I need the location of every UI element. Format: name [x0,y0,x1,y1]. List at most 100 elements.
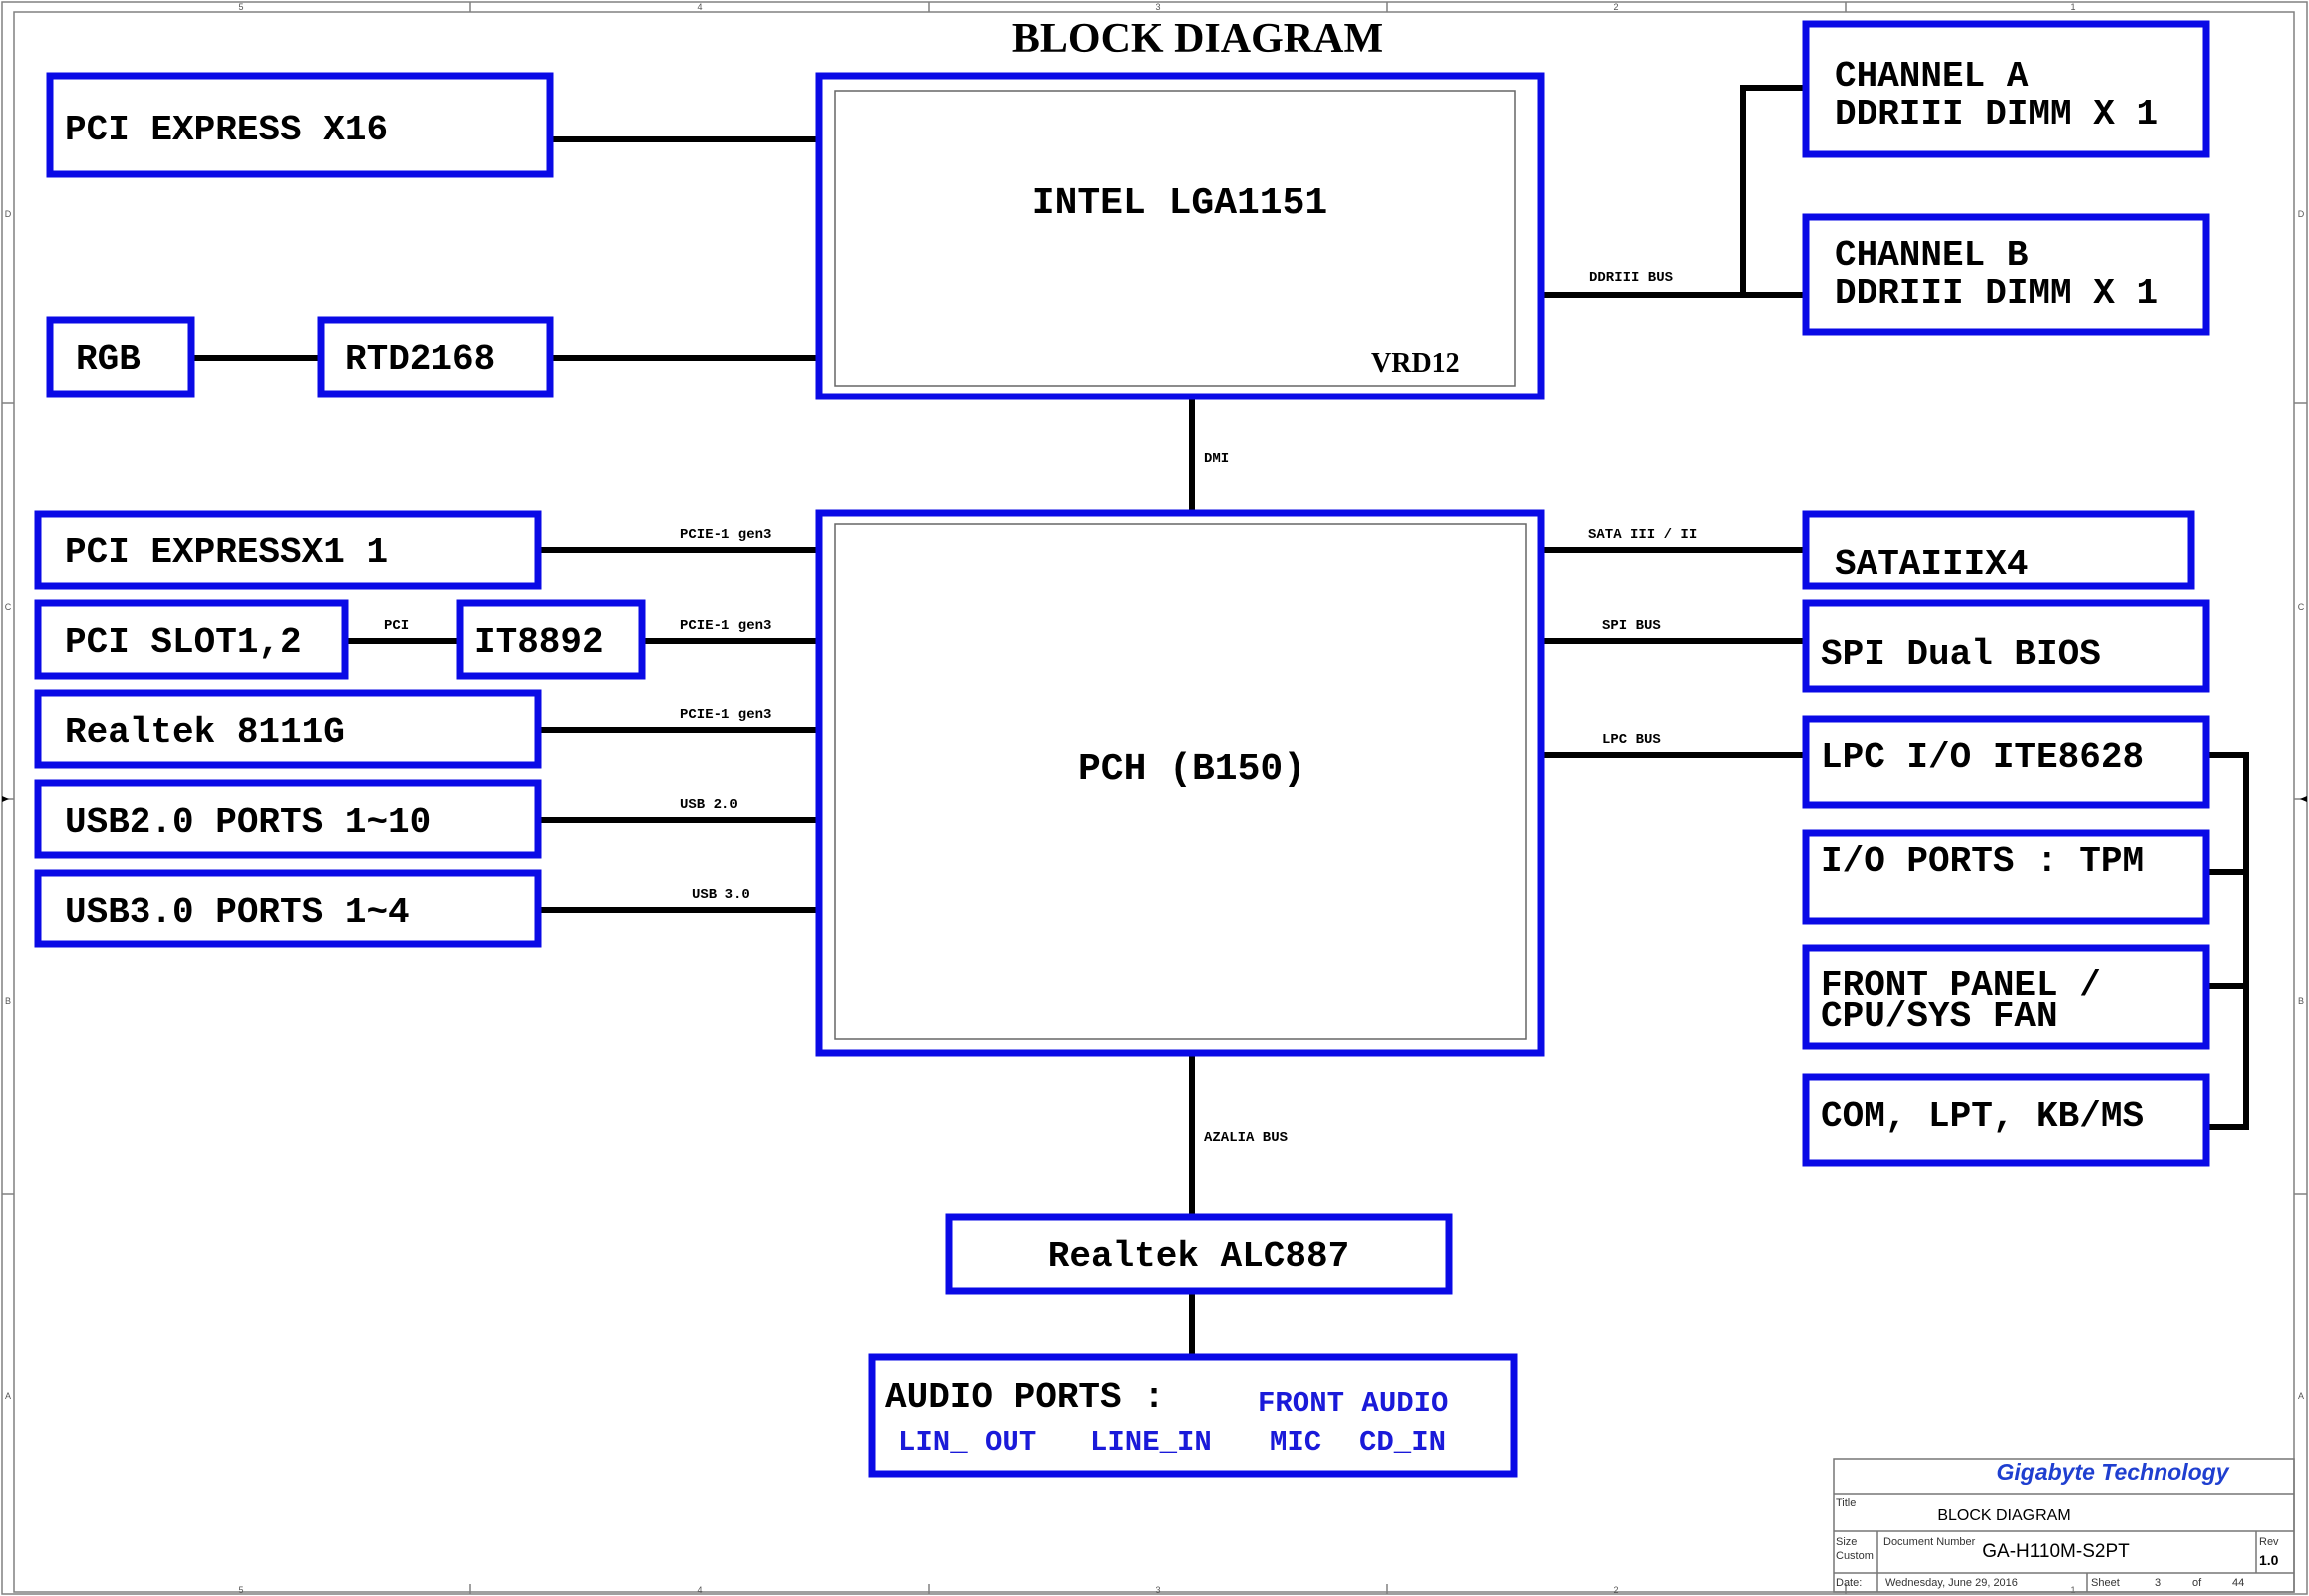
bus-label-dmi: DMI [1204,451,1229,467]
bus-label-spi: SPI BUS [1602,618,1661,634]
center-markers [2,796,2307,802]
frame-col-label: 2 [1613,2,1618,12]
block-label: AUDIO PORTS : [885,1377,1165,1418]
frame-row-label: B [2298,996,2304,1006]
block-label: RGB [76,339,141,380]
sheet-total: 44 [2232,1577,2244,1589]
block-label: COM, LPT, KB/MS [1821,1096,2144,1137]
sheet-title: BLOCK DIAGRAM [1937,1507,2070,1524]
doc-number: GA-H110M-S2PT [1982,1541,2130,1562]
company-name: Gigabyte Technology [1996,1460,2229,1485]
date-value: Wednesday, June 29, 2016 [1885,1577,2018,1589]
block-label: PCI EXPRESS X16 [65,110,388,150]
block-front-panel: FRONT PANEL / CPU/SYS FAN [1802,944,2210,1050]
block-cpu: INTEL LGA1151 VRD12 [815,72,1545,400]
frame-row-label: B [5,996,11,1006]
doc-number-label: Document Number [1883,1536,1976,1548]
title-block: Gigabyte Technology Title BLOCK DIAGRAM … [1833,1458,2295,1593]
block-label: PCH (B150) [1078,748,1305,791]
block-label: LPC I/O ITE8628 [1821,737,2144,778]
block-label: I/O PORTS : TPM [1821,841,2144,882]
block-pch: PCH (B150) [815,509,1545,1057]
wire-ddr-channel-a [1740,85,1809,298]
bus-label-pci: PCI [384,618,409,634]
block-label: USB3.0 PORTS 1~4 [65,892,410,932]
block-audio-ports: AUDIO PORTS : FRONT AUDIO LIN_ OUT LINE_… [868,1353,1518,1478]
block-it8892: IT8892 [456,599,646,680]
bus-label-usb20: USB 2.0 [680,797,738,813]
block-realtek-8111g: Realtek 8111G [34,689,542,769]
block-label: Realtek ALC887 [1048,1236,1349,1277]
audio-port-label: CD_IN [1359,1426,1446,1459]
frame-col-label: 5 [238,1585,243,1595]
block-alc887: Realtek ALC887 [945,1213,1453,1295]
frame-col-label: 1 [2070,1585,2075,1595]
audio-port-label: MIC [1270,1426,1321,1459]
date-label: Date: [1836,1577,1862,1589]
block-spi-bios: SPI Dual BIOS [1802,599,2210,693]
diagram-title: BLOCK DIAGRAM [1012,16,1383,62]
block-label: CHANNEL B [1835,235,2028,276]
frame-col-label: 3 [1155,2,1160,12]
rev-label: Rev [2259,1536,2279,1548]
block-label: RTD2168 [345,339,495,380]
block-label: SATAIIIX4 [1835,544,2028,585]
frame-row-label: D [5,209,12,219]
audio-front-label: FRONT AUDIO [1258,1387,1448,1420]
block-label: USB2.0 PORTS 1~10 [65,802,431,843]
frame-col-label: 4 [697,2,702,12]
frame-row-label: A [2298,1391,2304,1401]
size-label: Size [1836,1536,1857,1548]
bus-label-pcie: PCIE-1 gen3 [680,618,771,634]
block-sata: SATAIIIX4 [1802,510,2195,590]
block-label: FRONT PANEL / [1821,965,2101,1006]
bus-label-sata: SATA III / II [1588,527,1697,543]
bus-label-pcie: PCIE-1 gen3 [680,707,771,723]
block-label: IT8892 [474,622,604,663]
block-pci-slot: PCI SLOT1,2 [34,599,349,680]
wires [188,85,2249,1358]
block-label: CHANNEL A [1835,56,2029,97]
bus-label-usb30: USB 3.0 [692,887,750,903]
rev-value: 1.0 [2259,1552,2279,1568]
frame-col-label: 5 [238,2,243,12]
sheet-label: Sheet [2091,1577,2120,1589]
bus-label-ddriii: DDRIII BUS [1589,270,1673,286]
block-label: INTEL LGA1151 [1032,182,1327,225]
block-label: CPU/SYS FAN [1821,996,2058,1037]
vrd-label: VRD12 [1371,348,1460,379]
frame-col-label: 3 [1155,1585,1160,1595]
frame-row-label: D [2298,209,2305,219]
block-lpc-io: LPC I/O ITE8628 [1802,715,2210,809]
audio-port-label: LIN_ OUT [898,1426,1036,1459]
frame-row-label: A [5,1391,11,1401]
frame-col-label: 4 [697,1585,702,1595]
frame-labels: 5 4 3 2 1 5 4 3 2 1 D C B A D C B A [5,2,2305,1595]
block-com-lpt: COM, LPT, KB/MS [1802,1073,2210,1167]
block-pci-express-x16: PCI EXPRESS X16 [46,72,554,178]
block-usb3-ports: USB3.0 PORTS 1~4 [34,869,542,948]
block-label: SPI Dual BIOS [1821,634,2101,674]
bus-labels: DDRIII BUS DMI PCIE-1 gen3 PCI PCIE-1 ge… [384,270,1697,1146]
block-pci-express-x1: PCI EXPRESSX1 1 [34,510,542,590]
frame-col-label: 2 [1613,1585,1618,1595]
block-label: PCI EXPRESSX1 1 [65,532,388,573]
block-rgb: RGB [46,316,195,398]
block-rtd2168: RTD2168 [317,316,554,398]
size-value: Custom [1836,1550,1874,1562]
block-io-ports: I/O PORTS : TPM [1802,829,2210,925]
of-label: of [2192,1577,2202,1589]
sheet-number: 3 [2155,1577,2161,1589]
frame-row-label: C [5,602,12,612]
audio-port-label: LINE_IN [1090,1426,1212,1459]
block-usb2-ports: USB2.0 PORTS 1~10 [34,779,542,859]
bus-label-azalia: AZALIA BUS [1204,1130,1288,1146]
wire-lpc-trunk [2203,752,2249,1130]
block-channel-a: CHANNEL A DDRIII DIMM X 1 [1802,20,2210,158]
block-channel-b: CHANNEL B DDRIII DIMM X 1 [1802,213,2210,336]
bus-label-pcie: PCIE-1 gen3 [680,527,771,543]
bus-label-lpc: LPC BUS [1602,732,1661,748]
title-label: Title [1836,1497,1856,1509]
block-label: DDRIII DIMM X 1 [1835,273,2158,314]
